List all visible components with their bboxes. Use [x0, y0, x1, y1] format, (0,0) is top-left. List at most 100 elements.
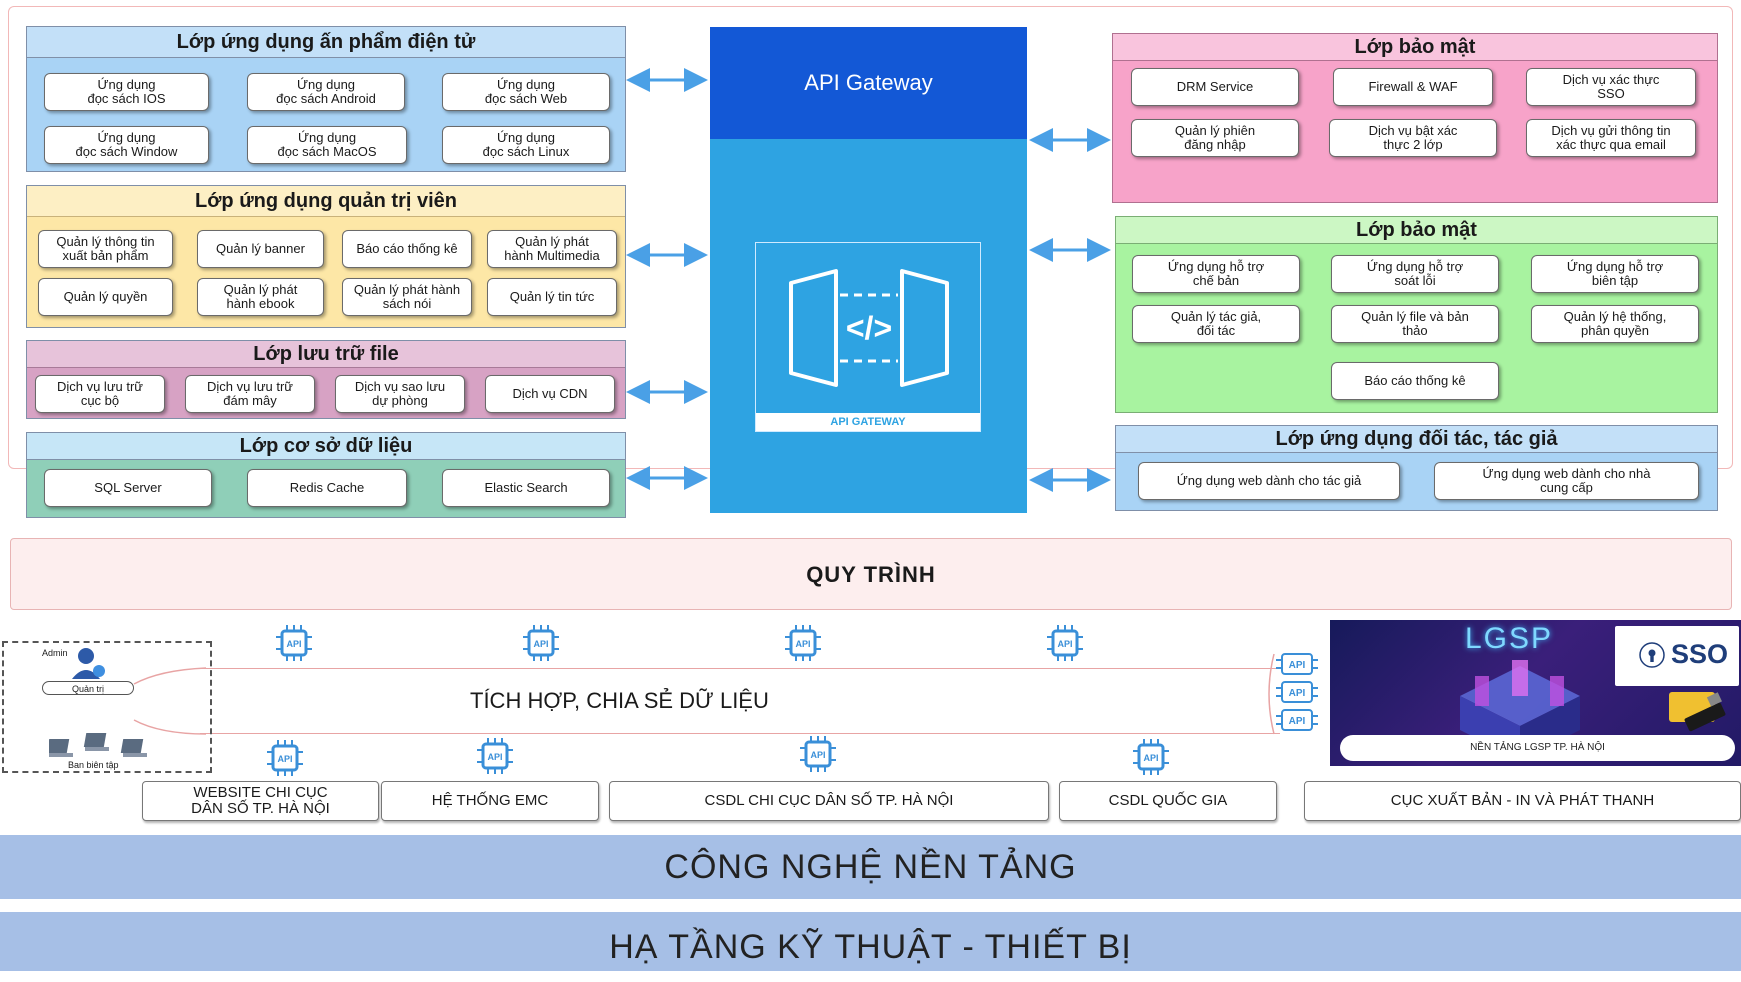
integration-label: TÍCH HỢP, CHIA SẺ DỮ LIỆU — [470, 688, 769, 713]
api-chip-icon-bottom-4: API — [1133, 739, 1169, 775]
partner-layer-title: Lớp ứng dụng đối tác, tác giả — [1116, 426, 1717, 453]
support-typesetting: Ứng dụng hỗ trợ chế bản — [1132, 255, 1300, 293]
api-chip-icon-top-2: API — [523, 625, 559, 661]
editor-label: Ban biên tập — [68, 760, 119, 770]
sso-label: SSO — [1671, 639, 1729, 669]
storage-local: Dịch vụ lưu trữ cục bộ — [35, 375, 165, 413]
keyhole-icon — [1639, 642, 1665, 668]
support-proofreading: Ứng dụng hỗ trợ soát lỗi — [1331, 255, 1499, 293]
api-chip-label: API — [1057, 639, 1072, 649]
admin-item-audiobook: Quản lý phát hành sách nói — [342, 278, 472, 316]
api-gateway-caption: API GATEWAY — [830, 416, 906, 428]
admin-user-icon — [72, 648, 105, 679]
gateway-code-glyph: </> — [846, 310, 892, 346]
security2-layer-title: Lớp bảo mật — [1116, 217, 1717, 244]
app-window: Ứng dụng đọc sách Window — [44, 126, 209, 164]
admin-item-report: Báo cáo thống kê — [342, 230, 472, 268]
admin-item-permission: Quản lý quyền — [38, 278, 173, 316]
arrows-layer — [626, 68, 1111, 492]
db-redis: Redis Cache — [247, 469, 407, 507]
app-ios: Ứng dụng đọc sách IOS — [44, 73, 209, 111]
app-web: Ứng dụng đọc sách Web — [442, 73, 610, 111]
integration-band — [200, 668, 1280, 734]
report-stats: Báo cáo thống kê — [1331, 362, 1499, 400]
infrastructure-bar: HẠ TẦNG KỸ THUẬT - THIẾT BỊ — [0, 912, 1741, 971]
support-editing: Ứng dụng hỗ trợ biên tập — [1531, 255, 1699, 293]
publication-layer-title: Lớp ứng dụng ấn phẩm điện tử — [27, 27, 625, 58]
admin-item-news: Quản lý tin tức — [487, 278, 617, 316]
security2-layer: Lớp bảo mật Ứng dụng hỗ trợ chế bản Ứng … — [1115, 216, 1718, 413]
infrastructure-label: HẠ TẦNG KỸ THUẬT - THIẾT BỊ — [609, 928, 1132, 966]
process-label: QUY TRÌNH — [806, 562, 936, 587]
api-chip-icon-top-1: API — [276, 625, 312, 661]
admin-item-ebook: Quản lý phát hành ebook — [197, 278, 324, 316]
api-chip-label: API — [1143, 753, 1158, 763]
database-layer: Lớp cơ sở dữ liệu SQL Server Redis Cache… — [26, 432, 626, 518]
platform-technology-label: CÔNG NGHỆ NỀN TẢNG — [664, 848, 1077, 886]
admin-item-banner: Quản lý banner — [197, 230, 324, 268]
external-csdl-quoc-gia: CSDL QUỐC GIA — [1059, 781, 1277, 821]
manage-files: Quản lý file và bản thảo — [1331, 305, 1499, 343]
admin-role-pill: Quản trị — [42, 681, 134, 695]
external-emc: HỆ THỐNG EMC — [381, 781, 599, 821]
api-chip-label: API — [487, 752, 502, 762]
usb-key-icon — [1669, 692, 1726, 732]
publication-layer: Lớp ứng dụng ấn phẩm điện tử Ứng dụng đọ… — [26, 26, 626, 172]
security-sso: Dịch vụ xác thực SSO — [1526, 68, 1696, 106]
process-bar: QUY TRÌNH — [10, 538, 1732, 610]
admin-label: Admin — [42, 648, 68, 658]
platform-technology-bar: CÔNG NGHỆ NỀN TẢNG — [0, 835, 1741, 899]
api-stack-label-3: API — [1289, 716, 1306, 727]
admin-layer-title: Lớp ứng dụng quản trị viên — [27, 186, 625, 217]
security-session: Quản lý phiên đăng nhập — [1131, 119, 1299, 157]
lgsp-caption: NỀN TẢNG LGSP TP. HÀ NỘI — [1470, 742, 1605, 753]
editor-computers-icon — [49, 733, 147, 757]
api-stack-label-2: API — [1289, 688, 1306, 699]
lgsp-title: LGSP — [1465, 622, 1554, 655]
admin-item-multimedia: Quản lý phát hành Multimedia — [487, 230, 617, 268]
external-csdl-chi-cuc: CSDL CHI CỤC DÂN SỐ TP. HÀ NỘI — [609, 781, 1049, 821]
api-gateway-header: API Gateway — [710, 27, 1027, 139]
storage-cdn: Dịch vụ CDN — [485, 375, 615, 413]
api-chip-icon-bottom-3: API — [800, 736, 836, 772]
api-stack-icon: API API API — [1268, 653, 1318, 735]
api-gateway-caption-bar: API GATEWAY — [756, 413, 980, 431]
admin-item-publication-info: Quản lý thông tin xuất bản phẩm — [38, 230, 173, 268]
api-chip-icon-top-4: API — [1047, 625, 1083, 661]
security-layer: Lớp bảo mật DRM Service Firewall & WAF D… — [1112, 33, 1718, 203]
api-stack-label-1: API — [1289, 660, 1306, 671]
sso-badge: SSO — [1615, 626, 1739, 686]
api-chip-label: API — [533, 639, 548, 649]
db-sql-server: SQL Server — [44, 469, 212, 507]
api-chip-label: API — [810, 750, 825, 760]
api-chip-icon-bottom-2: API — [477, 738, 513, 774]
external-website-chi-cuc: WEBSITE CHI CỤC DÂN SỐ TP. HÀ NỘI — [142, 781, 379, 821]
app-android: Ứng dụng đọc sách Android — [247, 73, 405, 111]
security-2fa: Dịch vụ bật xác thực 2 lớp — [1329, 119, 1497, 157]
partner-layer: Lớp ứng dụng đối tác, tác giả Ứng dụng w… — [1115, 425, 1718, 511]
app-macos: Ứng dụng đọc sách MacOS — [247, 126, 407, 164]
storage-backup: Dịch vụ sao lưu dự phòng — [335, 375, 465, 413]
admin-users-box: Admin Quản trị Ban biên tập — [2, 641, 212, 773]
api-chip-icon-top-3: API — [785, 625, 821, 661]
api-gateway: API Gateway </> API GATEWAY — [710, 27, 1027, 513]
storage-cloud: Dịch vụ lưu trữ đám mây — [185, 375, 315, 413]
api-chip-icon-bottom-1: API — [267, 740, 303, 776]
gateway-doors-icon: </> — [789, 269, 949, 387]
manage-system: Quản lý hệ thống, phân quyền — [1531, 305, 1699, 343]
security-drm: DRM Service — [1131, 68, 1299, 106]
api-gateway-logo: </> API GATEWAY — [755, 242, 981, 432]
database-layer-title: Lớp cơ sở dữ liệu — [27, 433, 625, 460]
lgsp-caption-pill: NỀN TẢNG LGSP TP. HÀ NỘI — [1340, 735, 1735, 761]
external-cuc-xuat-ban: CỤC XUẤT BẢN - IN VÀ PHÁT THANH — [1304, 781, 1741, 821]
storage-layer-title: Lớp lưu trữ file — [27, 341, 625, 368]
partner-supplier-app: Ứng dụng web dành cho nhà cung cấp — [1434, 462, 1699, 500]
admin-band-connector — [133, 667, 207, 735]
api-gateway-title: API Gateway — [804, 70, 933, 95]
security-firewall: Firewall & WAF — [1333, 68, 1493, 106]
api-chip-label: API — [286, 639, 301, 649]
storage-layer: Lớp lưu trữ file Dịch vụ lưu trữ cục bộ … — [26, 340, 626, 419]
security-layer-title: Lớp bảo mật — [1113, 34, 1717, 61]
admin-layer: Lớp ứng dụng quản trị viên Quản lý thông… — [26, 185, 626, 328]
db-elastic: Elastic Search — [442, 469, 610, 507]
